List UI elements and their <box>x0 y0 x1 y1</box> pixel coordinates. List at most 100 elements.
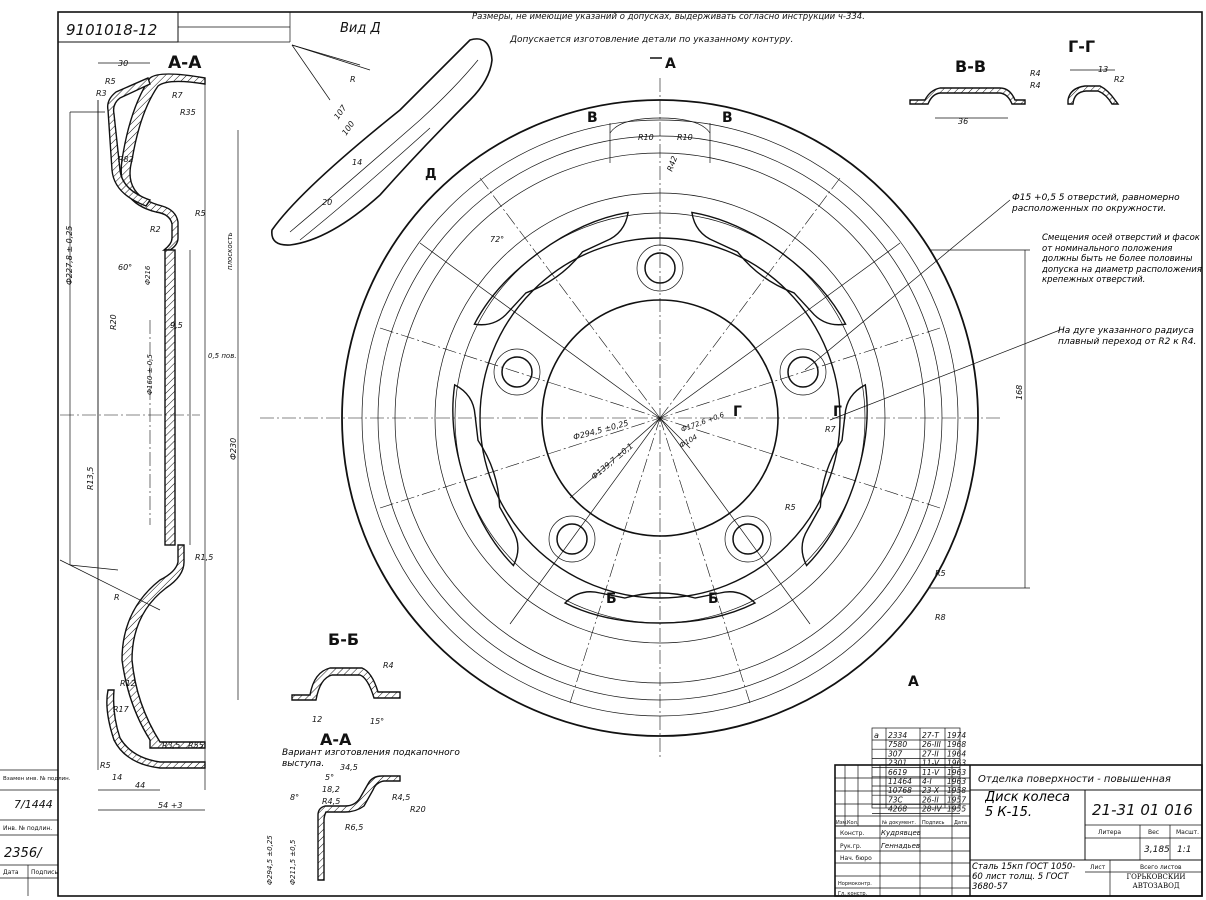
col-izm: Изм. <box>836 820 848 826</box>
drawing-frame <box>57 11 1203 897</box>
general-note: Размеры, не имеющие указаний о допусках,… <box>472 12 865 22</box>
dim-r4-5-b: R4,5 <box>392 793 410 802</box>
dim-0-5: 0,5 пов. <box>208 352 237 360</box>
revision-cell: 1974 <box>947 731 966 740</box>
dim-168: 168 <box>1015 385 1024 400</box>
dim-r5-e: R5 <box>935 569 946 578</box>
sheet-label: Лист <box>1090 864 1106 871</box>
dim-r10-a: R10 <box>638 133 654 142</box>
dim-r4-a: R4 <box>1030 69 1041 78</box>
marker-g-left: Г <box>733 404 742 420</box>
dim-107: 107 <box>332 103 349 121</box>
dim-phi-104: Ф104 <box>678 433 699 450</box>
revision-cell: 1963 <box>947 759 966 768</box>
dim-r20-b: R20 <box>410 805 426 814</box>
marker-a-top: А <box>665 56 676 72</box>
dim-phi-216: Ф216 <box>144 265 152 285</box>
revision-cell: 73С <box>888 795 904 804</box>
revision-cell: 4268 <box>888 805 907 814</box>
dim-phi-211: Ф211,5 ±0,5 <box>289 839 297 885</box>
dim-72deg: 72° <box>490 235 504 244</box>
part-number: 21-31 01 016 <box>1092 801 1193 819</box>
sheets-label: Всего листов <box>1140 864 1182 871</box>
section-gg: Г-Г 13 R2 <box>1067 37 1125 105</box>
revision-cell: 28-IV <box>922 805 942 814</box>
dim-r13-5: R13,5 <box>86 467 95 490</box>
dim-14-b: 14 <box>352 158 362 167</box>
arc-note: На дуге указанного радиуса плавный перех… <box>1058 326 1197 347</box>
col-doc: № документ. <box>882 820 916 826</box>
holes-note: Ф15 +0,5 5 отверстий, равномерно располо… <box>1012 193 1180 214</box>
marker-g-right: Г <box>833 404 842 420</box>
dim-r4-c: R4 <box>383 661 394 670</box>
dim-view-d-r: R <box>350 75 356 84</box>
dim-r3-5: R3,5 <box>162 741 180 750</box>
section-bb-title: Б-Б <box>328 630 359 649</box>
mass-value: 3,185 <box>1144 845 1170 855</box>
right-notes: Ф15 +0,5 5 отверстий, равномерно располо… <box>1012 193 1202 347</box>
marker-v-left: В <box>587 110 598 126</box>
wheel-disc-view <box>260 78 1000 758</box>
revision-cell: 307 <box>888 749 903 758</box>
variant-note: Вариант изготовления подкапочного выступ… <box>282 748 460 769</box>
marker-a-bottom: А <box>908 674 919 690</box>
dim-r1-5: R1,5 <box>195 553 213 562</box>
dim-r8: R8 <box>935 613 946 622</box>
revision-cell: 1964 <box>947 749 966 758</box>
dim-r55: R55 <box>188 741 204 750</box>
col-kol: Кол. <box>847 820 859 826</box>
dim-5deg: 5° <box>325 773 334 782</box>
dim-r2-b: R2 <box>1114 75 1125 84</box>
revision-cell: 1963 <box>947 768 966 777</box>
offset-note: Смещения осей отверстий и фасок от номин… <box>1042 233 1202 285</box>
dim-r5-d: R5 <box>785 503 796 512</box>
vent-windows <box>452 211 868 624</box>
dim-phi-160: Ф160 ± 0,5 <box>146 354 154 395</box>
dim-phi-230: Ф230 <box>229 438 238 460</box>
orig-label: Инв. № подлин. <box>3 825 52 832</box>
revision-cell: 11-V <box>922 759 940 768</box>
orig-value: 2356/ <box>4 846 43 861</box>
company-name: ГОРЬКОВСКИЙ АВТОЗАВОД <box>1126 873 1186 890</box>
marker-v-right: В <box>722 110 733 126</box>
dim-r17: R17 <box>113 705 130 714</box>
name-design: Кудрявцев <box>881 829 921 837</box>
dim-34-5: 34,5 <box>340 763 358 772</box>
revision-cell: 11464 <box>888 777 912 786</box>
dim-60deg: 60° <box>118 263 132 272</box>
dim-20: 20 <box>322 198 332 207</box>
revision-cell: а <box>874 731 879 740</box>
revision-cell: 26-III <box>922 740 942 749</box>
role-bureau: Нач. бюро <box>840 855 872 862</box>
sign-label: Подпись <box>31 869 58 876</box>
revision-cell: 2301 <box>888 759 907 768</box>
revision-cell: 1955 <box>947 805 966 814</box>
view-d-marker: Д <box>425 167 437 182</box>
dim-15deg: 15° <box>370 717 384 726</box>
dim-r7: R7 <box>172 91 184 100</box>
revision-cell: 7580 <box>888 740 907 749</box>
dim-phi-294-b: Ф294,5 ±0,25 <box>266 835 274 885</box>
dim-r5-c: R5 <box>100 761 111 770</box>
dim-r6-5: R6,5 <box>345 823 363 832</box>
dim-9-5: 9,5 <box>170 321 183 330</box>
dim-18-2: 18,2 <box>322 785 340 794</box>
material-spec: Сталь 15кп ГОСТ 1050-60 лист толщ. 5 ГОС… <box>972 862 1076 892</box>
dim-r3: R3 <box>96 89 107 98</box>
revision-cell: 6619 <box>888 768 907 777</box>
dim-r5-b: R5 <box>195 209 206 218</box>
revision-cell: 11-V <box>922 768 940 777</box>
section-aa-title: А-А <box>168 53 202 73</box>
revision-cell: 1968 <box>947 740 966 749</box>
dim-r10-b: R10 <box>677 133 693 142</box>
section-aa-profile: А-А 30 R5 R3 R7 R35 R82 R5 R2 60° плоско… <box>59 53 239 811</box>
dim-8deg: 8° <box>290 793 299 802</box>
role-design: Констр. <box>840 830 864 837</box>
name-group: Геннадьев <box>881 842 920 850</box>
col-sign: Подпись <box>922 820 945 826</box>
col-litera: Литера <box>1098 829 1121 836</box>
dim-r4-5: R4,5 <box>322 797 340 806</box>
col-scale: Масшт. <box>1176 829 1199 836</box>
dim-13: 13 <box>1098 65 1108 74</box>
dim-r2: R2 <box>150 225 161 234</box>
